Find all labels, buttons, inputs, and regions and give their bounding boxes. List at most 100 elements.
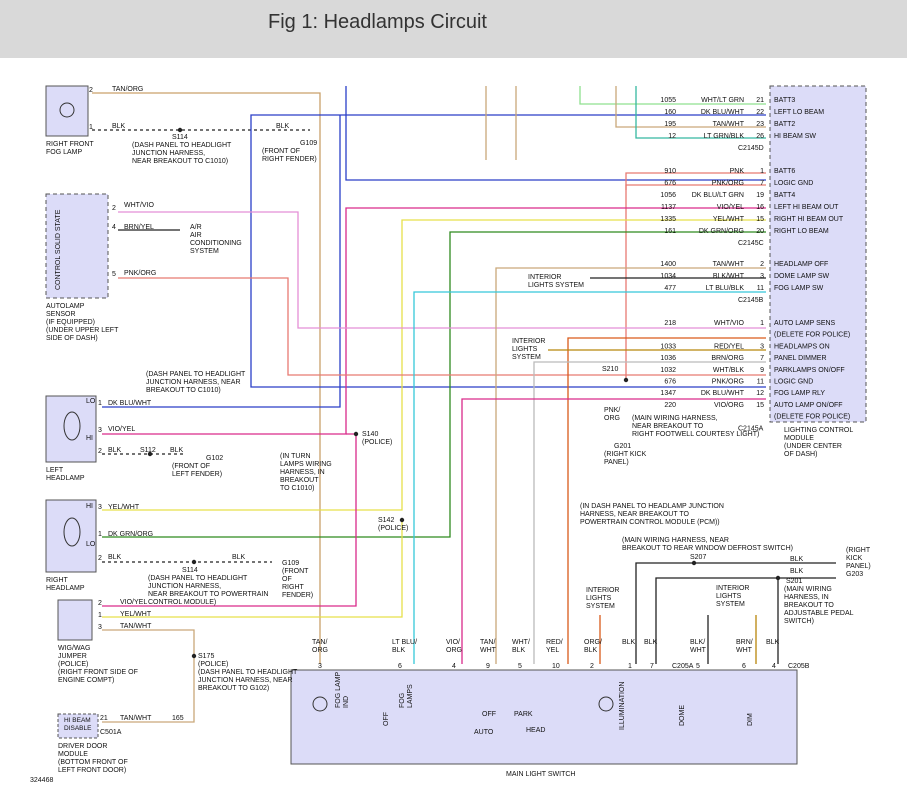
label-components-lcm-c2145b-name: C2145B — [738, 297, 764, 304]
autolamp-sensor — [45, 193, 109, 299]
label-components-main_switch-fog_ind: FOG LAMPIND — [335, 671, 350, 708]
label-components-rf_fog-pin2: 2 — [89, 87, 93, 94]
label-components-lcm-c2145c-rows-5-func: RIGHT LO BEAM — [774, 228, 829, 235]
wire-tan-wht-wigwag — [102, 629, 195, 723]
label-components-s210-wire: PNK/ORG — [604, 407, 620, 422]
label-components-left_hl-ground: G102 — [206, 455, 223, 462]
label-components-lcm-c2145d-rows-1-func: LEFT LO BEAM — [774, 109, 824, 116]
label-components-lcm-c2145c-rows-3-pin: 16 — [756, 204, 764, 211]
label-components-lcm-c2145c-rows-2-pin: 19 — [756, 192, 764, 199]
label-components-lcm-c2145c-rows-4-func: RIGHT HI BEAM OUT — [774, 216, 844, 223]
wire-wht-lt-grn — [579, 86, 766, 105]
label-components-lcm-c2145d-rows-1-pin: 22 — [756, 109, 764, 116]
label-components-switch_top_wires-2-pin: 4 — [452, 663, 456, 670]
label-components-lcm-c2145a-rows-0-circuit: 218 — [664, 320, 676, 327]
wire-red-yel-1033 — [567, 337, 766, 664]
label-components-lcm-c2145c-rows-2-circuit: 1056 — [660, 192, 676, 199]
label-components-autolamp-pin2: 2 — [112, 205, 116, 212]
label-components-lcm-c2145a-rows-7-pin: 15 — [756, 402, 764, 409]
wire-dk-grn-org-161 — [102, 231, 766, 538]
label-components-lcm-c2145c-rows-3-circuit: 1137 — [661, 204, 676, 211]
label-components-lcm-c2145c-rows-5-pin: 20 — [756, 228, 764, 235]
label-components-right_hl-splice: S114 — [182, 567, 198, 574]
label-components-left_hl-w2: BLK — [108, 447, 122, 454]
label-components-switch_top_wires-11-wire: BLK — [766, 639, 780, 646]
label-components-g203-id: G203 — [846, 571, 863, 578]
label-components-lcm-c2145c-rows-4-circuit: 1335 — [660, 216, 676, 223]
label-components-lcm-c2145d-rows-3-wire: LT GRN/BLK — [704, 133, 745, 140]
label-components-wigwag-w2: VIO/YEL — [120, 599, 147, 606]
label-components-lcm-c2145c-rows-1-func: LOGIC GND — [774, 180, 813, 187]
wire-pnk-org-676 — [625, 184, 766, 380]
wire-vio-org-220 — [461, 398, 766, 664]
label-components-s207-id: S207 — [690, 554, 706, 561]
label-components-g109a-wire: BLK — [276, 123, 290, 130]
label-components-switch_top_wires-6-wire: ORG/BLK — [584, 639, 602, 654]
label-components-switch_top_wires-3-pin: 9 — [486, 663, 490, 670]
label-components-lcm-c2145a-rows-5-wire: PNK/ORG — [712, 379, 744, 386]
right-front-fog-lamp — [45, 85, 89, 137]
label-components-lcm-c2145b-rows-1-circuit: 1034 — [660, 273, 676, 280]
label-components-main_switch-off2: OFF — [482, 711, 496, 718]
wire-dk-blu-wht-lh — [102, 115, 341, 408]
label-components-wigwag-p2: 2 — [98, 600, 102, 607]
wire-tan-wht-1400 — [495, 267, 766, 664]
label-components-lcm-c2145c-rows-1-wire: PNK/ORG — [712, 180, 744, 187]
label-components-driver_door-circuit: 165 — [172, 715, 184, 722]
label-components-lcm-c2145c-rows-5-circuit: 161 — [664, 228, 676, 235]
label-components-lcm-c2145a-rows-8-func: (DELETE FOR POLICE) — [774, 414, 850, 421]
label-components-lcm-c2145a-rows-7-wire: VIO/ORG — [714, 402, 744, 409]
label-components-lcm-c2145c-rows-4-pin: 15 — [756, 216, 764, 223]
label-components-s210-id: S210 — [602, 366, 618, 373]
label-components-autolamp-inner: CONTROL SOLID STATE — [55, 209, 62, 290]
lh-bulb-icon — [63, 411, 81, 441]
label-components-lcm-c2145c-rows-3-wire: VIO/YEL — [717, 204, 744, 211]
label-components-lcm-c2145c-rows-5-wire: DK GRN/ORG — [699, 228, 744, 235]
label-components-left_hl-p3: 3 — [98, 427, 102, 434]
label-components-right_hl-p2: 2 — [98, 555, 102, 562]
label-components-lcm-c2145b-rows-1-func: DOME LAMP SW — [774, 273, 829, 280]
label-components-switch_top_wires-5-wire: RED/YEL — [546, 639, 563, 654]
label-components-lcm-c2145d-rows-2-func: BATT2 — [774, 121, 795, 128]
label-components-lcm-c2145d-rows-2-wire: TAN/WHT — [713, 121, 745, 128]
label-components-switch_top_wires-3-wire: TAN/WHT — [480, 639, 497, 654]
label-components-switch_top_wires-0-wire: TAN/ORG — [312, 639, 328, 654]
label-components-main_switch-c205b: C205B — [788, 663, 810, 670]
label-components-switch_top_wires-10-wire: BRN/WHT — [736, 639, 753, 654]
label-components-switch_top_wires-9-wire: BLK/WHT — [690, 639, 707, 654]
left-headlamp — [45, 395, 97, 463]
label-components-lcm-c2145d-rows-1-circuit: 160 — [664, 109, 676, 116]
label-components-lcm-c2145a-rows-6-circuit: 1347 — [660, 390, 676, 397]
title-bar: Fig 1: Headlamps Circuit — [0, 0, 907, 58]
label-components-lcm-c2145b-rows-0-circuit: 1400 — [660, 261, 676, 268]
wire-dk-blu-wht-160 — [250, 114, 766, 388]
label-components-rf_fog-w2: TAN/ORG — [112, 86, 143, 93]
label-components-switch_top_wires-2-wire: VIO/ORG — [446, 639, 462, 654]
label-components-autolamp-w2: WHT/VIO — [124, 202, 154, 209]
label-components-s140-id: S140(POLICE) — [362, 431, 392, 446]
label-components-lcm-c2145a-rows-6-pin: 12 — [756, 390, 764, 397]
label-components-lcm-c2145c-rows-0-pin: 1 — [760, 168, 764, 175]
label-components-lcm-c2145a-rows-2-wire: RED/YEL — [714, 343, 744, 350]
label-components-lcm-c2145a-rows-1-func: (DELETE FOR POLICE) — [774, 332, 850, 339]
label-components-s175-id: S175(POLICE) — [198, 653, 228, 668]
label-components-switch_top_wires-4-pin: 5 — [518, 663, 522, 670]
label-components-right_hl-hi: HI — [86, 503, 93, 510]
label-components-lcm-c2145a-rows-5-circuit: 676 — [664, 379, 676, 386]
wire-pnk — [625, 172, 766, 190]
label-components-driver_door-pin: 21 — [100, 715, 108, 722]
label-components-main_switch-illum: ILLUMINATION — [619, 682, 626, 731]
right-headlamp — [45, 499, 97, 573]
label-components-right_hl-ground: G109 — [282, 560, 299, 567]
label-components-left_hl-p1: 1 — [98, 400, 102, 407]
